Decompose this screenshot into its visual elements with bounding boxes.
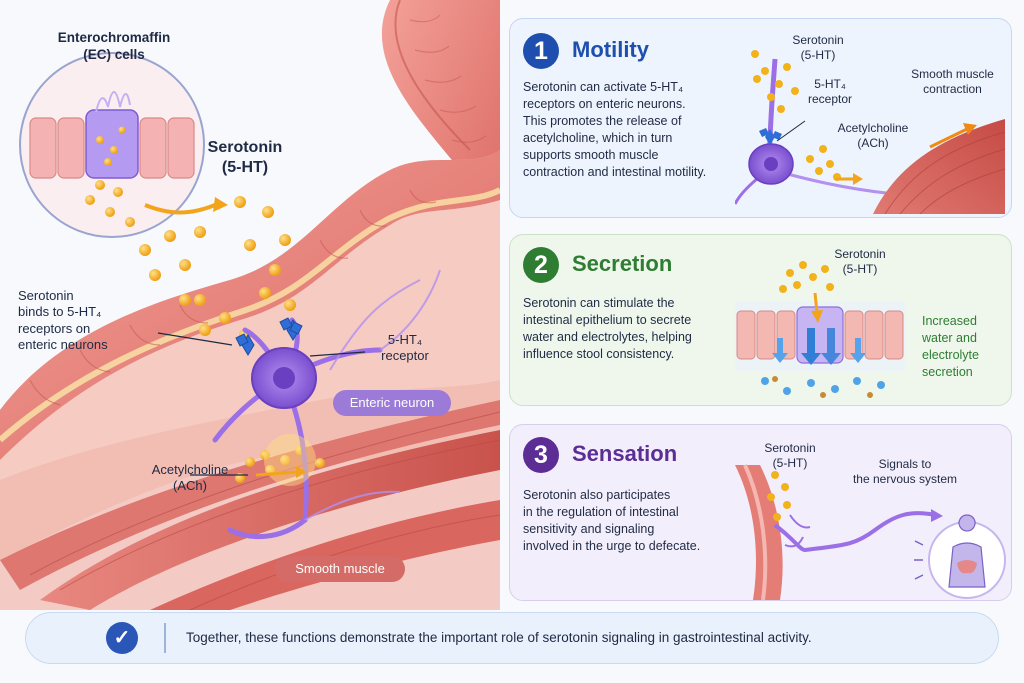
summary-text: Together, these functions demonstrate th… — [186, 630, 812, 645]
check-icon: ✓ — [106, 622, 138, 654]
panel-title: Sensation — [572, 441, 678, 466]
ec-cells-label: Enterochromaffin (EC) cells — [57, 30, 171, 62]
secretion-illustration — [735, 261, 905, 398]
panel-sensation: 3 Sensation Serotonin also participates … — [509, 424, 1012, 601]
summary-banner: ✓ Together, these functions demonstrate … — [25, 612, 999, 664]
panel-body: Serotonin can activate 5-HT₄ receptors o… — [523, 80, 707, 179]
ach-label: Acetylcholine (ACh) — [151, 462, 229, 494]
smooth-muscle-label: Smooth muscle — [275, 556, 405, 582]
ach-label: Acetylcholine (ACh) — [837, 121, 909, 150]
ec-cells-inset — [19, 52, 205, 238]
receptor-label: 5-HT₄ receptor — [381, 332, 429, 364]
serotonin-label: Serotonin (5-HT) — [764, 441, 816, 470]
panel-number: 1 — [523, 33, 559, 69]
serotonin-label: Serotonin (5-HT) — [207, 139, 283, 176]
panel-number: 2 — [523, 247, 559, 283]
motility-illustration — [735, 50, 1005, 214]
smooth-muscle-fibers — [0, 400, 500, 610]
enteric-neuron-label: Enteric neuron — [333, 390, 451, 416]
panel-body: Serotonin can stimulate the intestinal e… — [523, 296, 692, 361]
serotonin-label: Serotonin (5-HT) — [834, 247, 886, 276]
enteric-neuron — [212, 269, 441, 540]
serotonin-label: Serotonin (5-HT) — [792, 33, 844, 62]
receptor-label: 5-HT₄ receptor — [807, 77, 853, 106]
panel-motility: 1 Motility Serotonin can activate 5-HT₄ … — [509, 18, 1012, 218]
panel-body: Serotonin also participates in the regul… — [523, 488, 701, 553]
signals-label: Signals to the nervous system — [852, 457, 958, 486]
binds-receptor-label: Serotonin binds to 5-HT₄ receptors on en… — [18, 288, 108, 352]
secretion-result-label: Increased water and electrolyte secretio… — [922, 314, 979, 379]
gut-illustration — [0, 0, 500, 610]
sensation-illustration — [735, 464, 1006, 600]
contraction-label: Smooth muscle contraction — [911, 67, 994, 96]
divider — [164, 623, 166, 653]
panel-title: Motility — [572, 37, 649, 62]
panel-number: 3 — [523, 437, 559, 473]
panel-title: Secretion — [572, 251, 673, 276]
panel-secretion: 2 Secretion Serotonin can stimulate the … — [509, 234, 1012, 406]
